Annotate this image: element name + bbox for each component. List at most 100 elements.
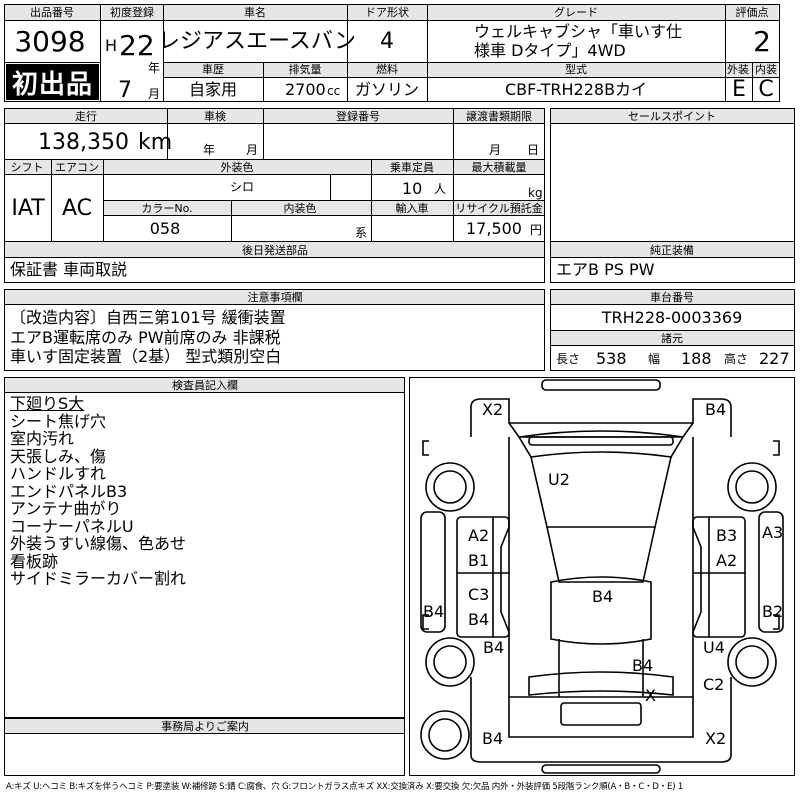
grade-line1: ウェルキャブシャ「車いす仕 (474, 22, 683, 41)
damage-mark: A2 (716, 551, 738, 570)
inspector-note-line: ハンドルすれ (10, 464, 107, 483)
lot-label: 出品番号 (30, 6, 74, 19)
damage-mark: A3 (762, 523, 784, 542)
int-grade: C (758, 77, 774, 102)
later-items-label: 後日発送部品 (242, 244, 308, 257)
reg-era: H (105, 36, 118, 55)
notes-line: 〔改造内容〕自西三第101号 緩衝装置 (10, 308, 286, 327)
int-color-suffix: 系 (355, 226, 368, 240)
damage-mark: C2 (703, 675, 725, 694)
inspector-note-line: 下廻りS大 (10, 394, 85, 413)
damage-mark: B4 (632, 656, 654, 675)
history: 自家用 (188, 80, 238, 99)
width: 188 (681, 349, 712, 368)
door-label: ドア形状 (365, 6, 409, 19)
lot-number: 3098 (14, 25, 86, 58)
inspector-note-line: エンドパネルB3 (10, 481, 128, 501)
inspection-year-unit: 年 (203, 143, 216, 157)
model-label: 型式 (565, 63, 587, 76)
mileage-unit: km (138, 130, 173, 155)
inspector-note-line: 室内汚れ (10, 429, 75, 448)
first-listing-badge: 初出品 (6, 64, 99, 100)
damage-mark: B4 (423, 602, 445, 621)
damage-mark: B4 (592, 587, 614, 606)
office-label: 事務局よりご案内 (161, 720, 249, 733)
damage-mark: B4 (482, 729, 504, 748)
capacity-label: 乗車定員 (390, 161, 434, 174)
displacement: 2700 (285, 80, 326, 99)
history-label: 車歴 (202, 63, 224, 76)
inspection-label: 車検 (204, 110, 226, 123)
notes-block (4, 289, 545, 371)
mileage-label: 走行 (75, 110, 97, 123)
damage-mark: X2 (482, 400, 504, 419)
capacity-unit: 人 (434, 182, 447, 196)
color-no-label: カラーNo. (141, 202, 193, 215)
car-diagram (409, 377, 795, 776)
chassis-label: 車台番号 (650, 291, 694, 304)
import-label: 輸入車 (395, 202, 429, 215)
fuel-label: 燃料 (376, 63, 398, 76)
inspector-note-line: シート焦げ穴 (10, 411, 107, 431)
reg-year: 22 (119, 29, 155, 62)
damage-mark: U4 (703, 638, 725, 657)
chassis-number: TRH228-0003369 (601, 308, 743, 327)
grade-line2: 様車 Dタイプ」4WD (474, 41, 626, 60)
damage-mark: B2 (762, 602, 784, 621)
load-label: 最大積載量 (471, 161, 527, 174)
office-block (4, 718, 405, 776)
notes-label: 注意事項欄 (247, 291, 303, 304)
recycle-unit: 円 (530, 223, 543, 237)
fuel: ガソリン (354, 80, 420, 99)
damage-mark: X2 (705, 729, 727, 748)
inspector-note-line: アンテナ曲がり (10, 499, 122, 518)
damage-mark: X (645, 686, 656, 705)
load-unit: kg (528, 186, 543, 200)
damage-mark: A2 (468, 526, 490, 545)
inspector-note-line: 天張しみ、傷 (10, 446, 107, 466)
equipment-block (550, 241, 795, 283)
damage-mark: B4 (468, 610, 490, 629)
ac-label: エアコン (55, 161, 99, 174)
disp-label: 排気量 (288, 63, 322, 76)
ext-grade: E (732, 77, 746, 102)
later-items: 保証書 車両取説 (10, 260, 128, 279)
header-block (4, 4, 780, 102)
disp-unit: cc (327, 84, 341, 98)
int-label: 内装 (755, 63, 777, 76)
height: 227 (759, 349, 790, 368)
score-label: 評価点 (735, 6, 769, 19)
inspector-note-line: コーナーパネルU (10, 516, 134, 536)
notes-line: エアB運転席のみ PW前席のみ 非課税 (10, 328, 281, 347)
width-label: 幅 (648, 352, 661, 366)
damage-mark: B4 (483, 638, 505, 657)
car-diagram-drawing (420, 379, 784, 774)
height-label: 高さ (724, 352, 749, 366)
damage-mark: B3 (716, 526, 738, 545)
plate-label: 登録番号 (336, 110, 380, 123)
reg-label: 初度登録 (110, 6, 154, 19)
transfer-label: 譲渡書類期限 (466, 110, 532, 123)
reg-month: 7 (118, 78, 132, 103)
grade-label: グレード (554, 6, 598, 19)
recycle-label: リサイクル預託金 (455, 202, 543, 215)
transfer-day-unit: 日 (527, 143, 540, 157)
inspection-month-unit: 月 (246, 143, 259, 157)
name-label: 車名 (244, 6, 266, 19)
transfer-month-unit: 月 (489, 143, 502, 157)
model: CBF-TRH228Bカイ (504, 80, 648, 99)
doors: 4 (380, 29, 394, 54)
inspector-label: 検査員記入欄 (172, 379, 238, 392)
notes-line: 車いす固定装置（2基） 型式類別空白 (10, 347, 282, 366)
inspector-note-line: 看板跡 (10, 551, 59, 571)
recycle: 17,500 (466, 219, 522, 238)
damage-mark: U2 (548, 470, 570, 489)
inspector-note-line: 外装うすい線傷、色あせ (10, 534, 187, 553)
ac: AC (61, 196, 93, 221)
equipment-label: 純正装備 (650, 244, 694, 257)
damage-mark: C3 (468, 585, 490, 604)
car-name: レジアスエースバン (157, 29, 357, 54)
shift: IAT (11, 196, 45, 221)
equipment: エアB PS PW (556, 260, 655, 279)
sales-point-label: セールスポイント (628, 110, 716, 123)
